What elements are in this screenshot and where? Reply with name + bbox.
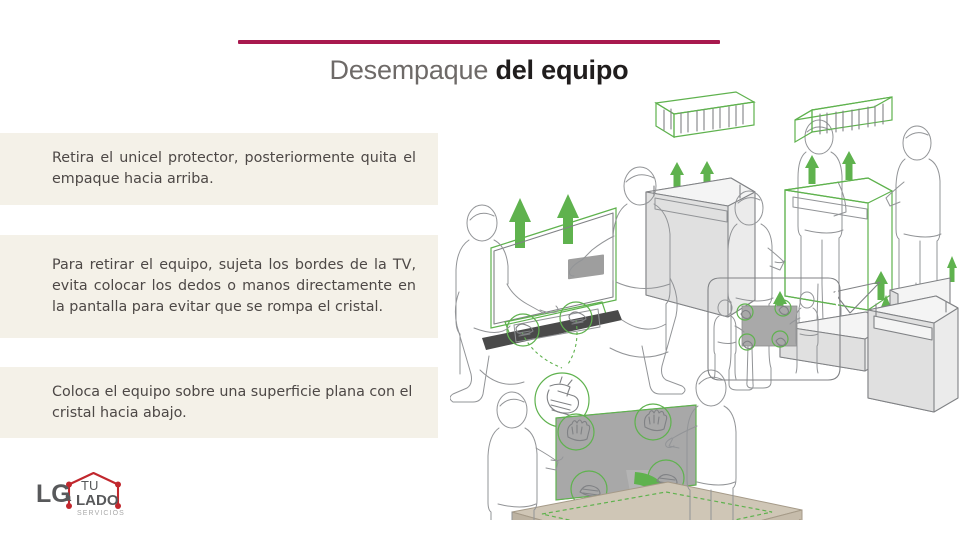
person-standing-left-c [487, 391, 564, 520]
tv-base-bar [482, 301, 622, 350]
house-node-right-icon [115, 481, 121, 488]
title-rule [238, 40, 720, 44]
up-arrow-icon [509, 194, 579, 248]
instruction-text-1: Retira el unicel protector, posteriormen… [52, 150, 416, 187]
instruction-panel-1: Retira el unicel protector, posteriormen… [0, 133, 438, 205]
logo-line1-text: TU [81, 478, 98, 493]
page-title-light: Desempaque [329, 55, 496, 85]
instruction-panel-3: Coloca el equipo sobre una superficie pl… [0, 367, 438, 438]
logo-sub-text: SERVICIOS [77, 510, 125, 517]
open-box [645, 177, 756, 318]
house-node-left-icon [66, 481, 72, 488]
hand-marker-1 [557, 413, 595, 451]
hand-grip-marker-left [506, 313, 540, 347]
unicel-piece-2 [794, 96, 893, 144]
illus-lift-tv [450, 166, 686, 428]
person-crouch-right [569, 166, 686, 395]
box-tray [779, 311, 891, 372]
logo-brand-text: LG [36, 480, 71, 508]
page-title: Desempaque del equipo [238, 53, 720, 87]
illus-pull-tv-from-box [707, 256, 959, 413]
illustration-group: .ln { fill:none; stroke:#808285; stroke-… [450, 80, 961, 520]
callout-dash-left [521, 331, 563, 369]
hand-marker-2 [634, 403, 672, 441]
callout-bubble [707, 277, 881, 381]
tv-panel [490, 207, 617, 329]
person-standing-left-b [727, 190, 786, 391]
house-outline-icon [67, 471, 120, 508]
box-with-tv [867, 277, 959, 413]
logo-line2-text: LADO [76, 492, 119, 509]
house-node-bottomright-icon [115, 503, 121, 509]
callout-dash-right [567, 319, 578, 365]
instruction-panel-2: Para retirar el equipo, sujeta los borde… [0, 235, 438, 338]
up-arrow-icon [773, 151, 888, 320]
illus-remove-unicel [645, 91, 847, 329]
mini-person-left [713, 299, 745, 380]
house-node-bottomleft-icon [66, 503, 72, 509]
callout-scene [713, 291, 819, 380]
person-standing-right-c [665, 369, 737, 520]
logo-connector-text: a [65, 492, 72, 504]
logo-lg-a-tu-lado: LG a TU LADO SERVICIOS [36, 470, 152, 524]
unicel-piece [654, 91, 756, 139]
hand-grip-marker-right [559, 301, 593, 335]
mini-person-right [789, 291, 819, 374]
illus-place-tv-table [487, 369, 803, 520]
instruction-text-2: Para retirar el equipo, sujeta los borde… [52, 257, 416, 315]
person-crouch-left [450, 204, 559, 403]
person-standing-a [797, 119, 847, 329]
table-with-cloth [511, 481, 803, 520]
instruction-text-3: Coloca el equipo sobre una superficie pl… [52, 383, 413, 421]
page-title-bold: del equipo [495, 55, 629, 85]
